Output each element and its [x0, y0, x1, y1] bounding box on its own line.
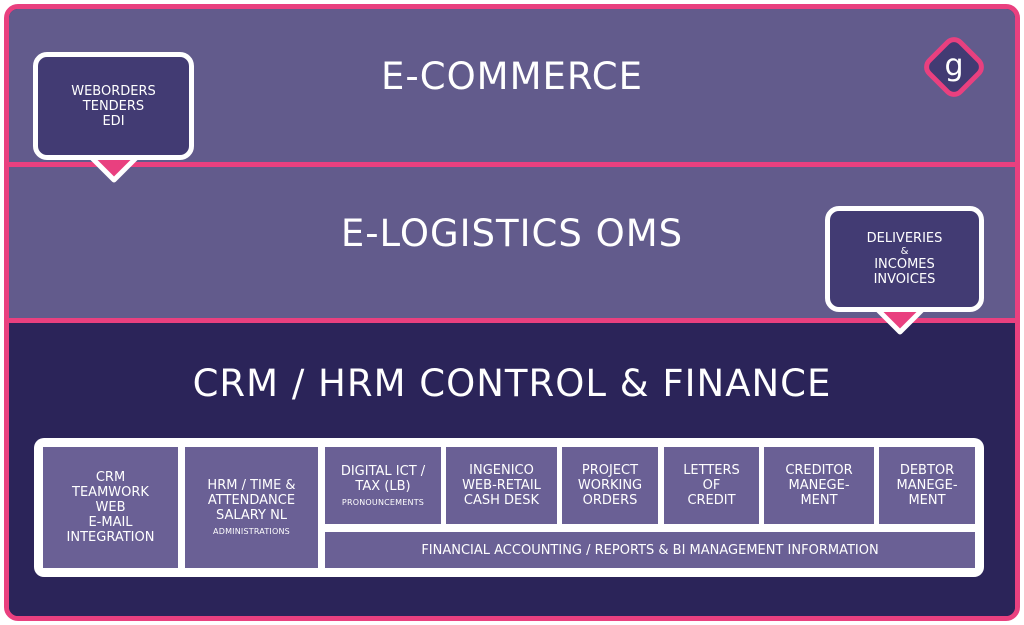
- module-line: ATTENDANCE: [207, 493, 296, 508]
- module-project-orders: PROJECT WORKING ORDERS: [562, 447, 658, 524]
- module-line: FINANCIAL ACCOUNTING / REPORTS & BI MANA…: [421, 542, 879, 558]
- callout-line: DELIVERIES: [866, 231, 943, 246]
- module-line: CRM: [95, 470, 126, 485]
- module-crm: CRM TEAMWORK WEB E-MAIL INTEGRATION: [43, 447, 178, 568]
- module-line: MANEGE-: [896, 478, 958, 493]
- crm-title: CRM / HRM CONTROL & FINANCE: [192, 362, 832, 405]
- callout-line: TENDERS: [82, 98, 145, 114]
- callout-weborders: WEBORDERS TENDERS EDI: [33, 52, 194, 160]
- module-line: SALARY NL: [215, 508, 288, 523]
- module-line: ORDERS: [582, 493, 638, 508]
- module-line: LETTERS: [683, 463, 740, 478]
- module-line: INGENICO: [469, 463, 534, 478]
- module-line: DIGITAL ICT /: [340, 463, 426, 479]
- module-financial-accounting: FINANCIAL ACCOUNTING / REPORTS & BI MANA…: [325, 532, 975, 568]
- callout-line: EDI: [102, 113, 125, 129]
- ecommerce-title: E-COMMERCE: [381, 55, 643, 98]
- callout-line: INVOICES: [873, 272, 936, 287]
- module-debtor-management: DEBTOR MANEGE- MENT: [879, 447, 975, 524]
- module-ingenico: INGENICO WEB-RETAIL CASH DESK: [446, 447, 557, 524]
- module-line: CREDITOR: [785, 463, 853, 478]
- module-line: TAX (LB): [355, 478, 411, 494]
- module-note: PRONOUNCEMENTS: [341, 497, 425, 507]
- module-line: MENT: [800, 493, 838, 508]
- module-line: PROJECT: [581, 463, 639, 478]
- logo-glyph: g: [944, 48, 963, 83]
- module-note: ADMINISTRATIONS: [213, 527, 290, 536]
- module-line: CASH DESK: [463, 493, 540, 508]
- module-letters-of-credit: LETTERS OF CREDIT: [664, 447, 759, 524]
- module-line: DEBTOR: [899, 463, 955, 478]
- brand-g-diamond-icon: g: [924, 37, 984, 97]
- callout-line: &: [900, 246, 909, 257]
- module-line: INTEGRATION: [66, 530, 155, 545]
- callout-line: INCOMES: [874, 257, 935, 272]
- module-line: E-MAIL: [88, 515, 133, 530]
- module-line: WORKING: [577, 478, 643, 493]
- layer-divider: [9, 318, 1015, 323]
- layer-divider: [9, 162, 1015, 167]
- module-line: WEB-RETAIL: [462, 478, 541, 493]
- module-line: HRM / TIME &: [207, 478, 296, 493]
- module-hrm: HRM / TIME & ATTENDANCE SALARY NL ADMINI…: [185, 447, 318, 568]
- modules-panel: CRM TEAMWORK WEB E-MAIL INTEGRATION HRM …: [34, 438, 984, 577]
- module-line: MANEGE-: [788, 478, 850, 493]
- module-line: CREDIT: [687, 493, 736, 508]
- module-line: OF: [702, 478, 721, 493]
- callout-line: WEBORDERS: [71, 83, 156, 99]
- module-line: MENT: [908, 493, 946, 508]
- callout-deliveries: DELIVERIES & INCOMES INVOICES: [825, 206, 984, 312]
- module-digital-ict: DIGITAL ICT / TAX (LB) PRONOUNCEMENTS: [325, 447, 441, 524]
- elogistics-title: E-LOGISTICS OMS: [340, 212, 684, 255]
- module-line: WEB: [95, 500, 126, 515]
- module-line: TEAMWORK: [72, 485, 149, 500]
- module-creditor-management: CREDITOR MANEGE- MENT: [764, 447, 874, 524]
